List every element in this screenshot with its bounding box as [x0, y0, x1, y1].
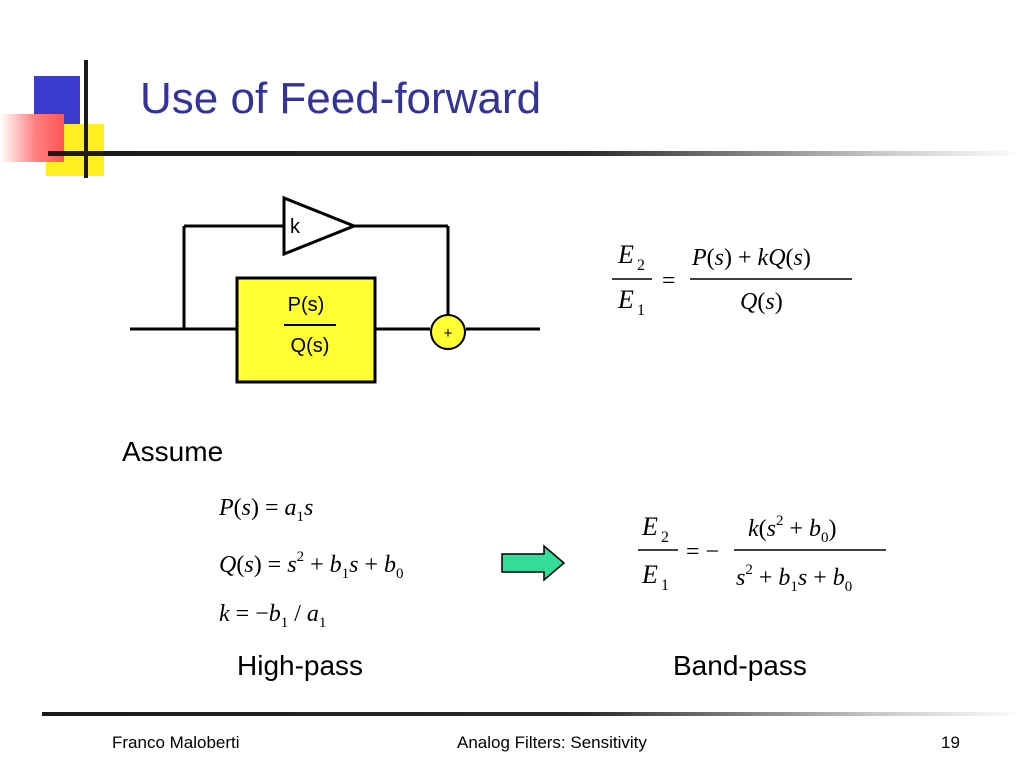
block-numerator: P(s) — [288, 294, 325, 316]
svg-text:s2 + b1s + b0: s2 + b1s + b0 — [736, 562, 852, 595]
svg-text:k(s2 + b0): k(s2 + b0) — [748, 513, 837, 546]
svg-text:1: 1 — [661, 577, 669, 594]
svg-text:2: 2 — [661, 529, 669, 546]
gain-label: k — [290, 216, 301, 238]
footer-course: Analog Filters: Sensitivity — [457, 733, 647, 752]
title-underline — [48, 151, 1024, 156]
svg-text:k = −b1 / a1: k = −b1 / a1 — [219, 601, 326, 631]
svg-text:= −: = − — [686, 539, 719, 565]
footer-rule — [42, 712, 1024, 716]
transfer-block — [235, 276, 377, 384]
svg-text:2: 2 — [637, 257, 645, 274]
svg-text:1: 1 — [637, 302, 645, 319]
decor-vertical-line — [84, 60, 88, 178]
footer-author: Franco Maloberti — [112, 733, 240, 752]
slide-title: Use of Feed-forward — [140, 74, 542, 123]
svg-text:E: E — [617, 240, 634, 269]
svg-text:P(s) + kQ(s): P(s) + kQ(s) — [691, 245, 811, 271]
svg-text:E: E — [617, 285, 634, 314]
block-denominator: Q(s) — [291, 335, 330, 357]
svg-text:Q(s): Q(s) — [740, 289, 783, 315]
summer-circle — [430, 314, 466, 350]
assume-label: Assume — [122, 436, 224, 467]
equation-transfer-general: E 2 E 1 = P(s) + kQ(s) Q(s) — [612, 240, 852, 319]
svg-text:E: E — [641, 560, 658, 589]
equation-q-def: Q(s) = s2 + b1s + b0 — [219, 549, 404, 582]
highpass-label: High-pass — [237, 650, 364, 681]
equation-p-def: P(s) = a1s — [218, 495, 313, 525]
equation-k-def: k = −b1 / a1 — [219, 601, 326, 631]
implies-arrow — [501, 544, 566, 582]
summer-plus: + — [444, 325, 453, 342]
svg-text:E: E — [641, 512, 658, 541]
svg-text:Q(s) = s2 + b1s + b0: Q(s) = s2 + b1s + b0 — [219, 549, 404, 582]
svg-text:=: = — [662, 268, 676, 294]
equation-transfer-result: E 2 E 1 = − k(s2 + b0) s2 + b1s + b0 — [638, 512, 886, 595]
footer-page-number: 19 — [941, 733, 960, 752]
svg-text:P(s) = a1s: P(s) = a1s — [218, 495, 313, 525]
gain-triangle — [282, 195, 359, 257]
bandpass-label: Band-pass — [673, 650, 807, 681]
